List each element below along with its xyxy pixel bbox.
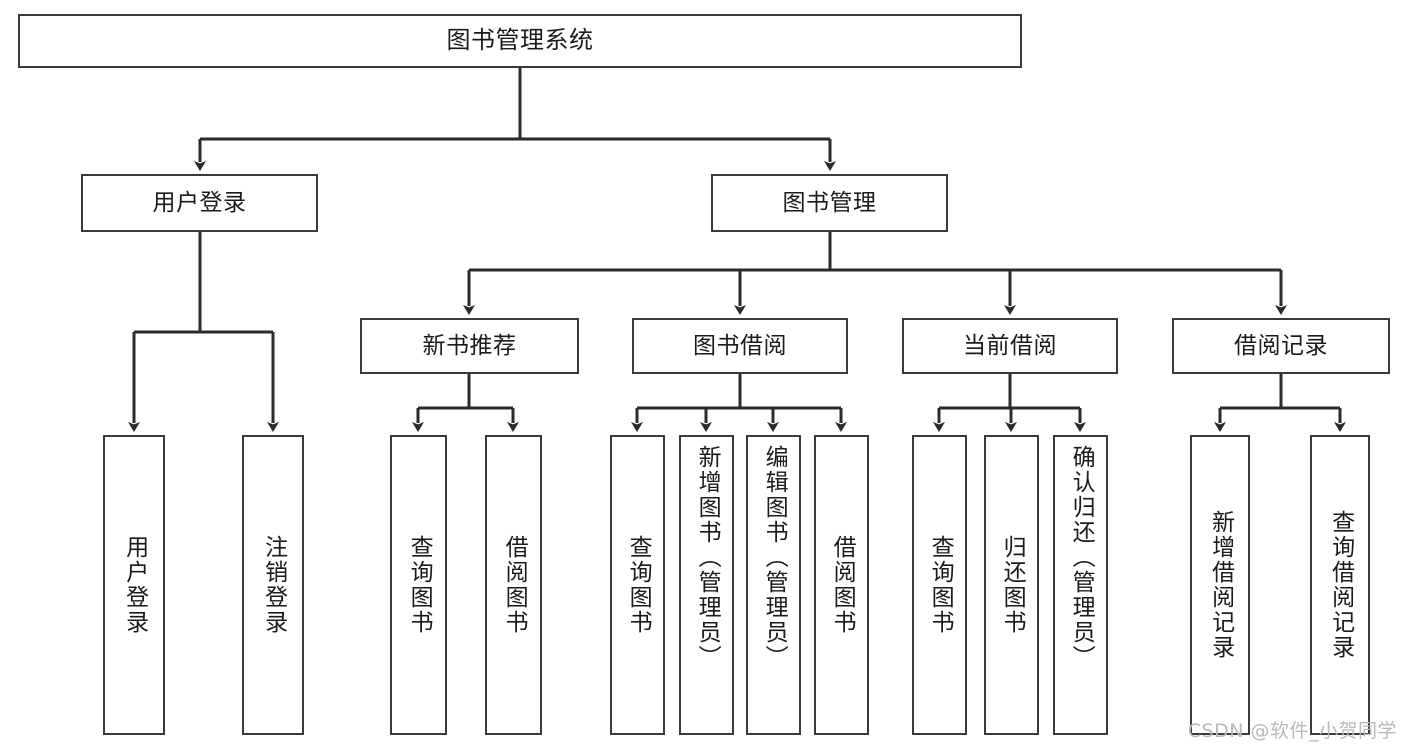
node-label: 注销登录 <box>260 535 287 635</box>
node-leaf-query-book-3[interactable]: 查询图书 <box>912 435 967 735</box>
node-leaf-return-book[interactable]: 归还图书 <box>984 435 1039 735</box>
node-label: 借阅图书 <box>501 535 528 635</box>
node-new-book-recommend[interactable]: 新书推荐 <box>360 318 579 374</box>
node-label: 确认归还（管理员） <box>1068 445 1095 670</box>
node-label: 借阅图书 <box>829 535 856 635</box>
node-label: 用户登录 <box>121 535 148 635</box>
node-label: 用户登录 <box>152 189 247 216</box>
node-label: 查询借阅记录 <box>1327 510 1354 660</box>
node-leaf-confirm-return[interactable]: 确认归还（管理员） <box>1053 435 1108 735</box>
node-leaf-query-book-2[interactable]: 查询图书 <box>610 435 665 735</box>
node-leaf-add-borrow-record[interactable]: 新增借阅记录 <box>1190 435 1250 735</box>
node-book-manage[interactable]: 图书管理 <box>711 174 948 232</box>
node-label: 图书借阅 <box>693 332 787 359</box>
node-book-borrow[interactable]: 图书借阅 <box>632 318 848 374</box>
node-label: 新增借阅记录 <box>1207 510 1234 660</box>
node-label: 新增图书（管理员） <box>694 445 721 670</box>
node-leaf-edit-book-admin[interactable]: 编辑图书（管理员） <box>746 435 801 735</box>
node-leaf-borrow-book-2[interactable]: 借阅图书 <box>814 435 869 735</box>
node-leaf-query-borrow-record[interactable]: 查询借阅记录 <box>1310 435 1370 735</box>
node-label: 查询图书 <box>625 535 652 635</box>
node-label: 查询图书 <box>406 535 433 635</box>
node-leaf-add-book-admin[interactable]: 新增图书（管理员） <box>679 435 734 735</box>
node-current-borrow[interactable]: 当前借阅 <box>902 318 1118 374</box>
node-label: 查询图书 <box>927 535 954 635</box>
node-borrow-record[interactable]: 借阅记录 <box>1172 318 1390 374</box>
node-label: 当前借阅 <box>963 332 1057 359</box>
node-label: 图书管理 <box>782 189 877 216</box>
node-label: 编辑图书（管理员） <box>761 445 788 670</box>
node-label: 归还图书 <box>999 535 1026 635</box>
node-label: 借阅记录 <box>1234 332 1328 359</box>
node-leaf-user-login[interactable]: 用户登录 <box>103 435 165 735</box>
watermark: CSDN @软件_小贺同学 <box>1187 720 1397 742</box>
node-leaf-query-book-1[interactable]: 查询图书 <box>390 435 447 735</box>
node-label: 新书推荐 <box>422 332 517 359</box>
node-leaf-user-logout[interactable]: 注销登录 <box>242 435 304 735</box>
node-leaf-borrow-book-1[interactable]: 借阅图书 <box>485 435 542 735</box>
node-root-system[interactable]: 图书管理系统 <box>18 14 1022 68</box>
node-label: 图书管理系统 <box>446 26 594 55</box>
node-user-login[interactable]: 用户登录 <box>81 174 318 232</box>
